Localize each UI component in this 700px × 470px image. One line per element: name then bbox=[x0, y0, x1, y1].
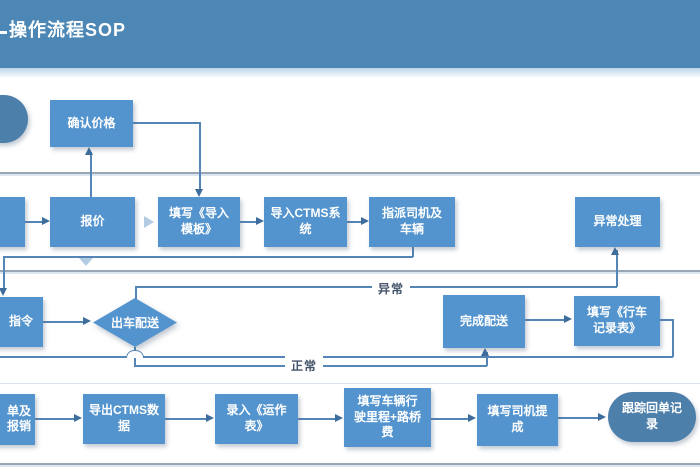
edge-abnormal-v2 bbox=[616, 250, 618, 287]
node-import-ctms: 导入CTMS系 统 bbox=[264, 197, 347, 247]
node-assign-driver: 指派司机及 车辆 bbox=[369, 197, 455, 247]
line-hop bbox=[126, 350, 144, 358]
header-bar bbox=[0, 0, 700, 68]
edge-assign-down bbox=[412, 247, 414, 257]
header-cutoff-character bbox=[0, 31, 7, 34]
edge-export-to-enter bbox=[165, 418, 208, 420]
arrowhead-right-mileage bbox=[335, 414, 343, 422]
arrowhead-right-ctms bbox=[256, 217, 264, 225]
edge-abnormal-v1 bbox=[135, 286, 137, 299]
dispatch-order-label: 指令 bbox=[8, 314, 33, 329]
node-fill-driving-record: 填写《行车 记录表》 bbox=[574, 296, 660, 346]
lane-divider-4 bbox=[0, 463, 700, 465]
arrowhead-right-assign bbox=[361, 217, 369, 225]
edge-confirm-to-template-h bbox=[133, 122, 200, 124]
edge-template-to-ctms bbox=[240, 221, 257, 223]
edge-quote-to-confirm bbox=[90, 152, 92, 197]
chevron-down-return bbox=[79, 258, 93, 266]
arrowhead-up-complete bbox=[481, 348, 489, 356]
edge-label-normal: 正常 bbox=[285, 356, 324, 375]
arrowhead-down-template bbox=[195, 189, 203, 197]
node-confirm-price: 确认价格 bbox=[50, 100, 133, 147]
arrowhead-down-dispatch-order bbox=[0, 288, 7, 296]
node-fill-mileage-toll: 填写车辆行 驶里程+路桥 费 bbox=[344, 388, 431, 447]
edge-commission-to-track bbox=[558, 417, 600, 419]
arrowhead-right-diamond bbox=[83, 317, 91, 325]
arrowhead-right-commission bbox=[468, 414, 476, 422]
edge-receipt-to-export bbox=[35, 418, 76, 420]
edge-ctms-to-assign bbox=[347, 221, 363, 223]
lane-divider-2 bbox=[0, 270, 700, 272]
arrowhead-right-export bbox=[74, 414, 82, 422]
end-terminator-track-receipt: 跟踪回单记 录 bbox=[608, 392, 696, 442]
node-quote: 报价 bbox=[50, 197, 135, 247]
node-receipt-reimburse-cut: 单及 报销 bbox=[0, 394, 35, 445]
arrowhead-right-record bbox=[564, 315, 572, 323]
node-export-ctms: 导出CTMS数 据 bbox=[83, 394, 165, 444]
receipt-reimburse-label: 单及 报销 bbox=[6, 403, 31, 434]
page-title: 操作流程SOP bbox=[9, 20, 127, 40]
header-gradient bbox=[0, 68, 700, 78]
edge-record-return-right bbox=[142, 356, 673, 358]
node-row2-left-cut bbox=[0, 197, 25, 247]
edge-record-return-left bbox=[0, 356, 126, 358]
edge-confirm-to-template-v bbox=[199, 122, 201, 190]
edge-complete-to-record bbox=[525, 319, 566, 321]
node-enter-operation-table: 录入《运作 表》 bbox=[215, 394, 298, 444]
edge-order-to-diamond bbox=[43, 321, 84, 323]
edge-record-out-v bbox=[672, 319, 674, 357]
node-exception-handling: 异常处理 bbox=[575, 197, 660, 247]
decision-diamond-shape: 出车配送 bbox=[93, 298, 177, 347]
edge-enter-to-mileage bbox=[298, 418, 337, 420]
arrowhead-up-exception bbox=[611, 247, 619, 255]
node-dispatch-order-cut: 指令 bbox=[0, 297, 43, 347]
arrowhead-right-quote bbox=[42, 217, 50, 225]
lane-divider-1 bbox=[0, 172, 700, 174]
arrowhead-right-track bbox=[598, 413, 606, 421]
decision-dispatch-delivery: 出车配送 bbox=[93, 298, 177, 347]
lane-divider-3 bbox=[0, 383, 700, 384]
node-fill-driver-commission: 填写司机提 成 bbox=[477, 394, 558, 446]
node-fill-import-template: 填写《导入 模板》 bbox=[158, 197, 240, 247]
edge-assign-return-v bbox=[3, 256, 5, 288]
edge-assign-return-h bbox=[3, 256, 413, 258]
edge-record-out-h bbox=[660, 319, 674, 321]
edge-normal-v2 bbox=[486, 352, 488, 366]
node-complete-delivery: 完成配送 bbox=[443, 295, 525, 348]
arrowhead-up-confirm-price bbox=[85, 147, 93, 155]
start-terminator bbox=[0, 95, 28, 143]
chevron-right-template bbox=[144, 216, 154, 228]
edge-left-to-quote bbox=[25, 221, 44, 223]
edge-label-abnormal: 异常 bbox=[372, 279, 411, 298]
edge-mileage-to-commission bbox=[431, 418, 470, 420]
arrowhead-right-enter bbox=[206, 414, 214, 422]
